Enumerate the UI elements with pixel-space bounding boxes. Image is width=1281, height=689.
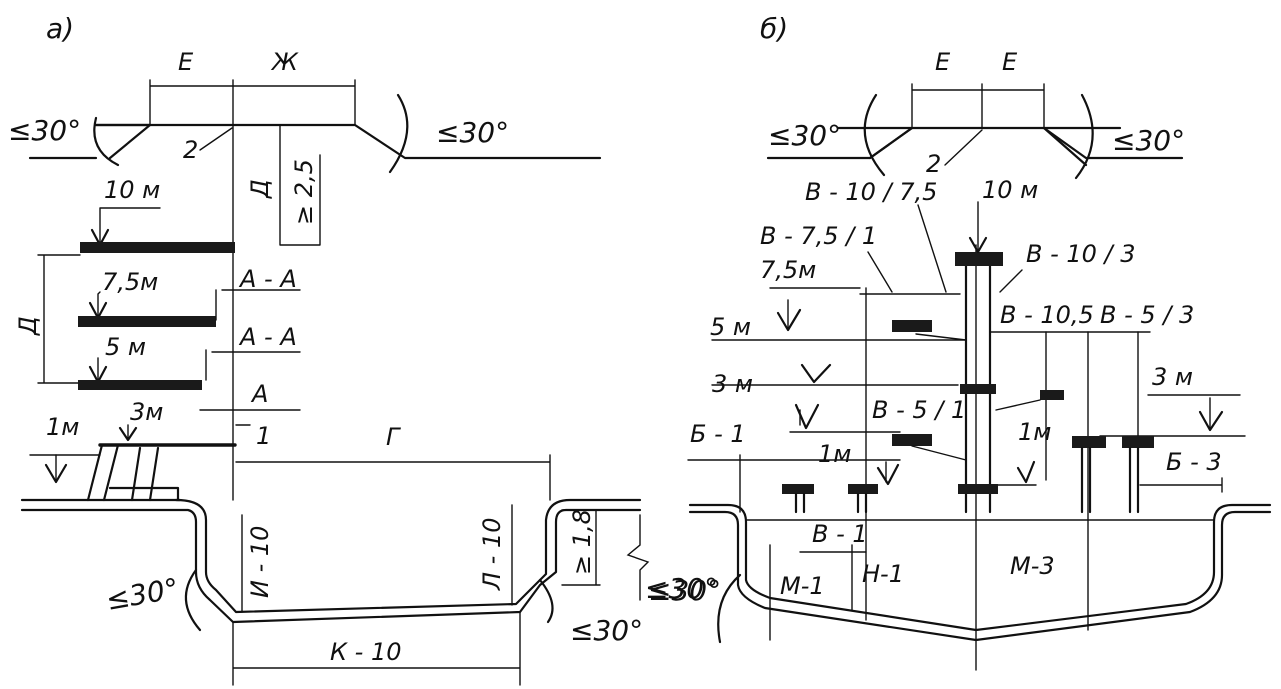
a-mark-2: 2 bbox=[183, 136, 198, 164]
a-dim-ge25: ≥ 2,5 bbox=[290, 159, 318, 225]
b-level-3m-right: 3 м bbox=[1152, 363, 1193, 391]
a-dim-zh: Ж bbox=[270, 48, 299, 76]
b-label-v5-1: В - 5 / 1 bbox=[872, 396, 966, 424]
b-pool-inner bbox=[688, 503, 1272, 632]
b-label-b3: Б - 3 bbox=[1166, 448, 1222, 476]
b-level-3m-left: 3 м bbox=[712, 370, 753, 398]
b-mark-2: 2 bbox=[926, 150, 941, 178]
a-level-10m: 10 м bbox=[104, 176, 160, 204]
b-label-v75-1: В - 7,5 / 1 bbox=[760, 222, 877, 250]
b-platform-5m bbox=[960, 384, 996, 394]
b-dim-m1: М-1 bbox=[780, 572, 825, 600]
a-dim-d-top: Д bbox=[246, 179, 274, 199]
a-angle-pool-left: ≤30° bbox=[103, 572, 181, 617]
b-label-v5-3: В - 5 / 3 bbox=[1100, 301, 1194, 329]
a-pool-outline bbox=[20, 508, 642, 624]
b-platform-1m bbox=[958, 484, 998, 494]
a-level-1m: 1м bbox=[46, 413, 79, 441]
panel-a: а) Е Ж ≤30° ≤30° 2 Д ≥ 2,5 10 м 7,5м А -… bbox=[8, 12, 718, 686]
b-platform-75m bbox=[892, 320, 932, 332]
b-plan-trapezoid bbox=[766, 126, 1184, 160]
b-springboard-3m-b bbox=[1122, 436, 1154, 448]
b-springboard-1m-b bbox=[848, 484, 878, 494]
a-dim-ge18: ≥ 1,8 bbox=[568, 509, 596, 575]
a-dim-e-zh bbox=[149, 79, 356, 126]
a-angle-arc-right bbox=[388, 93, 409, 174]
b-dim-n1: Н-1 bbox=[862, 560, 904, 588]
b-angle-top-right: ≤30° bbox=[1112, 124, 1185, 157]
a-level-5m: 5 м bbox=[105, 333, 146, 361]
a-dim-g: Г bbox=[386, 423, 401, 451]
a-dim-i10: И - 10 bbox=[246, 526, 274, 598]
b-angle-top-left: ≤30° bbox=[768, 119, 841, 152]
a-label-aa2: А - А bbox=[238, 323, 297, 351]
b-level-1m-right: 1м bbox=[1018, 418, 1051, 446]
b-label-v1: В - 1 bbox=[812, 520, 868, 548]
panel-b-title: б) bbox=[760, 12, 788, 45]
a-angle-top-right: ≤30° bbox=[436, 116, 509, 149]
a-level-3m: 3м bbox=[130, 398, 163, 426]
b-dim-e1: Е bbox=[935, 48, 951, 76]
a-platform-10m bbox=[80, 242, 235, 253]
b-springboard-3m-a bbox=[1072, 436, 1106, 448]
a-platform-5m bbox=[78, 380, 202, 390]
a-angle-top-left: ≤30° bbox=[8, 114, 81, 147]
b-pool-outline bbox=[688, 510, 1272, 642]
a-angle-pool-right: ≤30° bbox=[570, 614, 643, 647]
b-dim-e-e bbox=[911, 83, 1045, 129]
a-angle-pool-right-far: ≤30° bbox=[645, 572, 718, 605]
a-platform-75m bbox=[78, 316, 216, 327]
b-level-10m: 10 м bbox=[982, 176, 1038, 204]
a-label-a: А bbox=[250, 380, 268, 408]
b-dim-m3: М-3 bbox=[1010, 552, 1055, 580]
b-springboard-1m-a bbox=[782, 484, 814, 494]
b-label-b1: Б - 1 bbox=[690, 420, 746, 448]
a-plan-trapezoid bbox=[94, 123, 602, 160]
a-label-aa1: А - А bbox=[238, 265, 297, 293]
b-platform-3m bbox=[892, 434, 932, 446]
panel-b: б) Е Е ≤30° ≤30° 2 10 м В - 10 / 7,5 В -… bbox=[648, 12, 1272, 671]
b-level-75m: 7,5м bbox=[760, 256, 816, 284]
a-dim-25 bbox=[279, 124, 321, 246]
a-level-75m: 7,5м bbox=[102, 268, 158, 296]
b-angle-pool-left: ≤30° bbox=[648, 574, 721, 607]
a-dim-l10: Л - 10 bbox=[478, 517, 506, 591]
a-dim-d-left: Д bbox=[14, 316, 42, 336]
b-level-1m-left: 1м bbox=[818, 440, 851, 468]
panel-a-title: а) bbox=[46, 12, 74, 45]
b-label-v10-75: В - 10 / 7,5 bbox=[805, 178, 937, 206]
b-label-v10-5: В - 10,5 bbox=[1000, 301, 1094, 329]
a-plan-left-slope bbox=[108, 123, 152, 160]
a-pool-inner bbox=[174, 498, 642, 614]
a-angle-arc-left bbox=[93, 116, 120, 167]
b-dim-e2: Е bbox=[1002, 48, 1018, 76]
b-level-5m: 5 м bbox=[710, 313, 751, 341]
a-stairs bbox=[86, 443, 160, 502]
a-label-1: 1 bbox=[256, 422, 271, 450]
a-dim-e: Е bbox=[178, 48, 194, 76]
a-dim-k10: К - 10 bbox=[330, 638, 402, 666]
b-label-v10-3: В - 10 / 3 bbox=[1026, 240, 1136, 268]
b-platform-10m bbox=[955, 252, 1003, 266]
